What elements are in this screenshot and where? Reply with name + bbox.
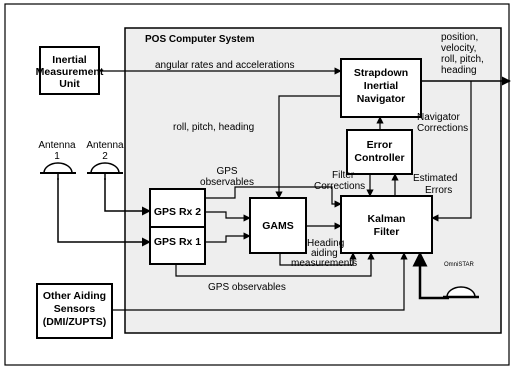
omnistar-label: OmniSTAR — [444, 262, 475, 268]
gams-box — [249, 197, 307, 254]
gps-observables-top-label-1: GPS — [216, 166, 237, 177]
arrow-heading-aiding-to-kalman — [279, 252, 357, 266]
pos-computer-system-title: POS Computer System — [145, 34, 255, 45]
angular-rates-label: angular rates and accelerations — [155, 60, 295, 71]
gps-observables-bottom-label: GPS observables — [208, 282, 286, 293]
gps-observables-top-label-2: observables — [200, 177, 254, 188]
output-label-3: roll, pitch, — [441, 54, 484, 65]
output-label-4: heading — [441, 65, 477, 76]
pos-computer-system-box — [124, 27, 502, 334]
estimated-errors-label-1: Estimated — [413, 173, 457, 184]
estimated-errors-label-2: Errors — [425, 185, 452, 196]
sin-box — [340, 58, 422, 118]
aiding-sensors-box — [36, 283, 113, 339]
error-controller-box — [346, 129, 413, 175]
arrow-rx1-gps-obs-to-kalman — [175, 252, 375, 277]
aiding-label-2: Sensors — [54, 303, 96, 315]
imu-label-2: Measurement — [36, 66, 104, 78]
sin-label-1: Strapdown — [354, 67, 408, 79]
kalman-label-2: Filter — [374, 226, 400, 238]
arrow-antenna1-to-rx1 — [57, 178, 151, 247]
antenna-1-label-1: Antenna — [38, 140, 76, 151]
filter-corrections-label-2: Corrections — [314, 181, 365, 192]
sin-label-3: Navigator — [357, 93, 405, 105]
arrow-rx2-to-gams — [205, 211, 251, 222]
error-controller-label-1: Error — [367, 139, 393, 151]
sin-label-2: Inertial — [364, 80, 399, 92]
antenna-1-icon — [40, 162, 76, 180]
roll-pitch-heading-label: roll, pitch, heading — [173, 122, 254, 133]
output-label-1: position, — [441, 32, 478, 43]
kalman-filter-box — [340, 195, 433, 254]
kalman-label-1: Kalman — [368, 213, 406, 225]
arrow-sin-to-gams — [275, 95, 341, 199]
antenna-2-icon — [87, 162, 123, 180]
antenna-1-label-2: 1 — [54, 151, 60, 162]
omnistar-antenna-icon — [443, 286, 479, 299]
arrow-rx1-to-gams — [205, 232, 251, 243]
imu-label-3: Unit — [59, 78, 80, 90]
imu-label-1: Inertial — [52, 54, 87, 66]
error-controller-label-2: Controller — [354, 152, 404, 164]
antenna-2-label-1: Antenna — [86, 140, 124, 151]
aiding-label-3: (DMI/ZUPTS) — [43, 316, 107, 328]
heading-aiding-label-3: measurements — [291, 258, 357, 269]
gams-label: GAMS — [262, 220, 294, 232]
arrow-omnistar-to-kalman — [412, 251, 449, 300]
filter-corrections-label-1: Filter — [332, 170, 355, 181]
arrow-aiding-to-kalman — [112, 252, 408, 311]
heading-aiding-label-1: Heading — [307, 238, 344, 249]
aiding-label-1: Other Aiding — [43, 290, 106, 302]
arrow-gps-obs-to-kalman — [205, 186, 342, 208]
arrow-antenna2-to-rx2 — [104, 178, 151, 216]
gps-rx1-label: GPS Rx 1 — [154, 236, 201, 248]
antenna-2-label-2: 2 — [102, 151, 108, 162]
output-label-2: velocity, — [441, 43, 476, 54]
imu-box — [39, 46, 100, 95]
gps-rx2-label: GPS Rx 2 — [154, 206, 201, 218]
gps-rx2-box — [149, 188, 206, 228]
gps-rx1-box — [149, 226, 206, 265]
navigator-corrections-label-2: Corrections — [417, 123, 468, 134]
navigator-corrections-label-1: Navigator — [417, 112, 460, 123]
heading-aiding-label-2: aiding — [311, 248, 338, 259]
arrow-output-to-kalman — [431, 81, 472, 222]
